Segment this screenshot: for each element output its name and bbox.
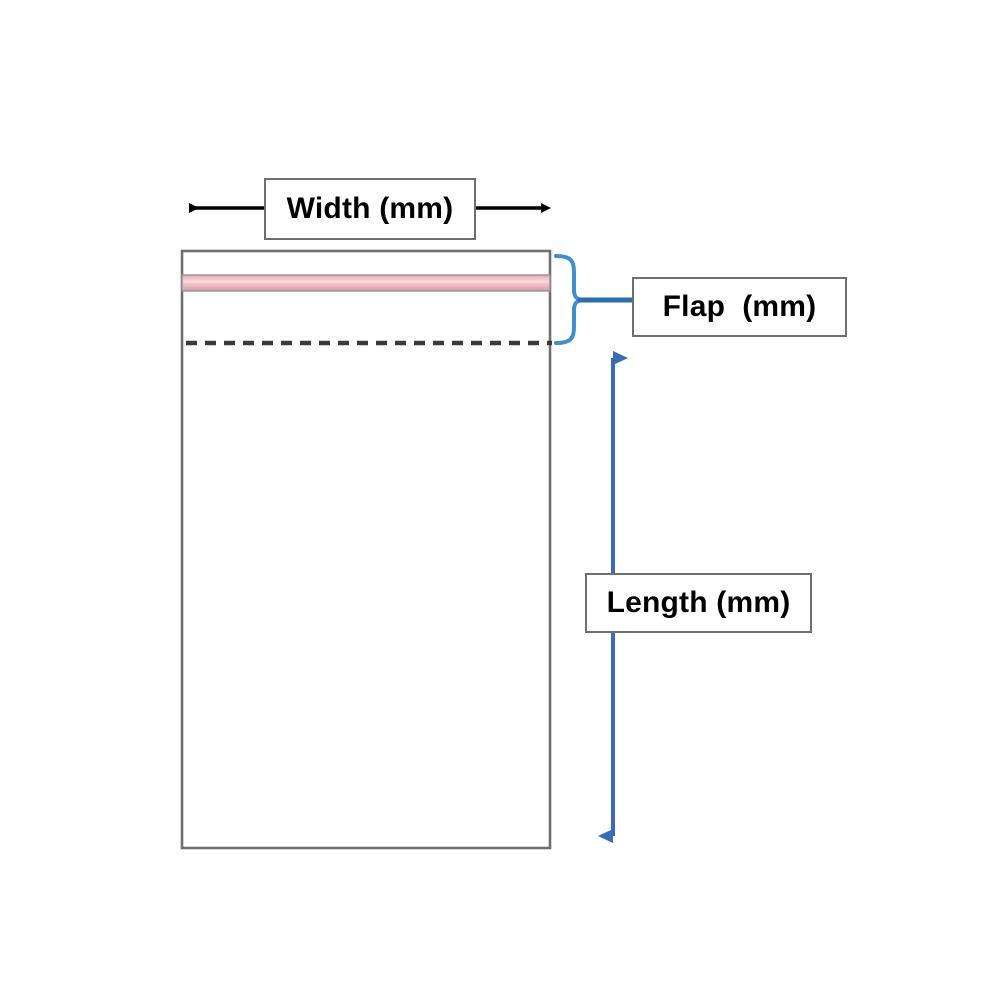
bag-outline-group (180, 249, 552, 850)
length-label-text: Length (mm) (606, 586, 791, 619)
length-label-callout: Length (mm) (585, 573, 812, 633)
flap-label-callout: Flap (mm) (632, 277, 847, 337)
flap-brace-group (554, 254, 637, 345)
flap-label-text: Flap (mm) (662, 290, 817, 323)
adhesive-strip-group (181, 274, 551, 292)
width-label-text: Width (mm) (286, 192, 454, 225)
width-label-callout: Width (mm) (264, 178, 476, 240)
adhesive-strip (181, 274, 551, 292)
bag-body-rect (180, 249, 552, 850)
